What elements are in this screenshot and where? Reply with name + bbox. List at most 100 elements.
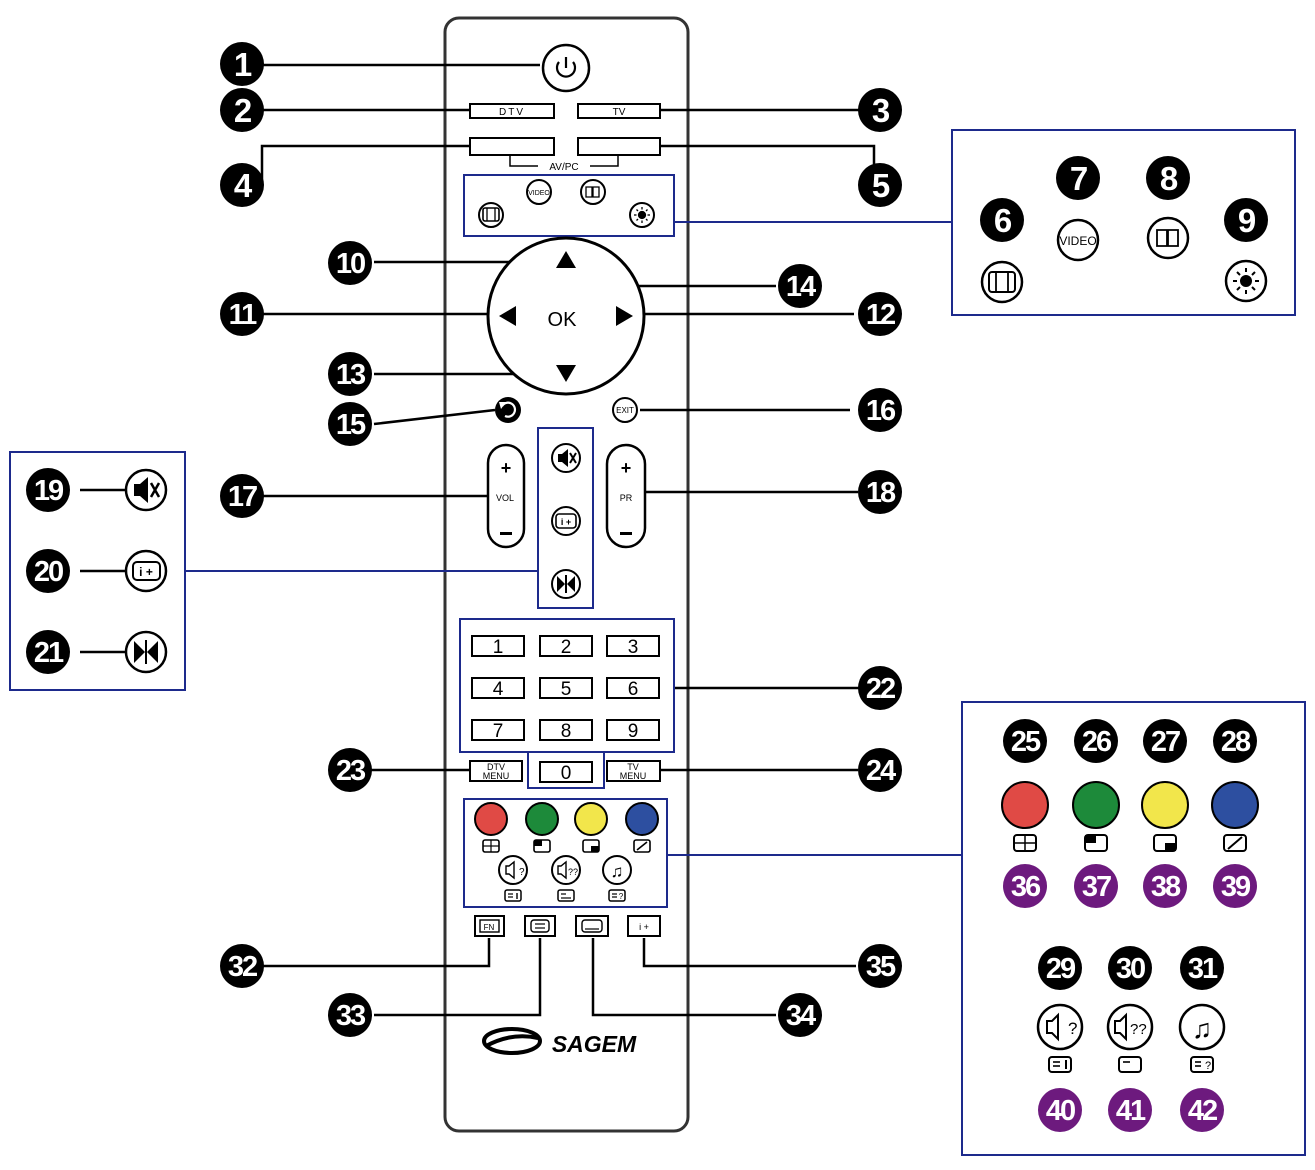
brightness-button[interactable] — [629, 202, 655, 228]
video-button[interactable]: VIDEO — [526, 179, 552, 205]
yellow-key[interactable] — [574, 802, 608, 836]
callout-number: 41 — [1116, 1095, 1146, 1127]
callout-32: 32 — [220, 944, 264, 988]
music-note-icon: ♫ — [611, 862, 624, 881]
callout-number: 33 — [336, 1000, 366, 1032]
digit-key-8[interactable]: 8 — [539, 719, 593, 742]
digit-key-label: 3 — [628, 637, 639, 658]
digit-key-4[interactable]: 4 — [471, 677, 525, 700]
power-icon — [555, 61, 577, 78]
tv-menu-button[interactable]: TV MENU — [606, 760, 661, 782]
mute-button[interactable] — [551, 443, 581, 473]
av-pc-label: AV/PC — [549, 162, 578, 173]
sound-mode-1-button[interactable]: ? — [498, 855, 528, 885]
callout-number: 20 — [34, 556, 63, 588]
callout-41: 41 — [1108, 1088, 1152, 1132]
sound-mode-2-button[interactable]: ?? — [551, 855, 581, 885]
detail-box-color-keys — [961, 701, 1306, 1156]
teletext-size-icon — [557, 889, 575, 902]
blue-key[interactable] — [625, 802, 659, 836]
program-rocker[interactable]: + PR — [605, 443, 647, 549]
pc-button[interactable] — [577, 137, 661, 156]
digit-key-5[interactable]: 5 — [539, 677, 593, 700]
tv-button[interactable]: TV — [577, 103, 661, 119]
freeze-button[interactable] — [551, 569, 581, 599]
digit-key-9[interactable]: 9 — [606, 719, 660, 742]
callout-31: 31 — [1180, 946, 1224, 990]
callout-number: 36 — [1011, 871, 1041, 903]
digit-key-label: 7 — [493, 721, 504, 742]
arrow-left-button[interactable] — [499, 306, 516, 326]
volume-up-button[interactable]: + — [501, 458, 512, 478]
callout-29: 29 — [1038, 946, 1082, 990]
dtv-menu-button[interactable]: DTV MENU — [469, 760, 523, 782]
digit-key-3[interactable]: 3 — [606, 635, 660, 658]
arrow-right-button[interactable] — [616, 306, 633, 326]
music-button[interactable]: ♫ — [602, 855, 632, 885]
video-button-label: VIDEO — [528, 190, 550, 197]
volume-rocker[interactable]: + VOL — [486, 443, 526, 549]
callout-number: 37 — [1082, 871, 1111, 903]
svg-text:TV: TV — [627, 762, 639, 772]
i-plus-button[interactable]: i + — [627, 915, 661, 937]
green-key[interactable] — [525, 802, 559, 836]
detail-book-icon — [1146, 216, 1190, 260]
callout-number: 38 — [1151, 871, 1181, 903]
guide-button[interactable] — [580, 179, 606, 205]
callout-39: 39 — [1213, 864, 1257, 908]
detail-mute-icon — [124, 468, 168, 512]
power-button[interactable] — [541, 43, 591, 93]
arrow-up-button[interactable] — [556, 251, 576, 268]
callout-27: 27 — [1143, 719, 1187, 763]
mute-icon — [558, 449, 577, 467]
digit-key-label: 6 — [628, 679, 639, 700]
volume-down-button[interactable] — [500, 532, 512, 535]
callout-number: 14 — [786, 271, 816, 303]
teletext-button[interactable] — [524, 915, 556, 937]
callout-number: 1 — [234, 46, 252, 83]
arrow-down-button[interactable] — [556, 365, 576, 382]
exit-button[interactable]: EXIT — [612, 397, 638, 423]
fn-button[interactable]: FN — [474, 915, 505, 937]
callout-36: 36 — [1003, 864, 1047, 908]
svg-text:VIDEO: VIDEO — [1059, 234, 1096, 248]
digit-key-label: 2 — [561, 637, 572, 658]
vol-label: VOL — [496, 493, 514, 503]
digit-key-6[interactable]: 6 — [606, 677, 660, 700]
svg-text:♫: ♫ — [1192, 1014, 1212, 1044]
callout-number: 42 — [1188, 1095, 1217, 1127]
sun-icon — [634, 207, 650, 223]
callout-12: 12 — [858, 292, 902, 336]
format-icon — [482, 207, 500, 222]
picture-format-button[interactable] — [478, 202, 504, 228]
dtv-button[interactable]: DTV — [469, 103, 555, 119]
digit-key-label: 9 — [628, 721, 639, 742]
callout-number: 6 — [994, 202, 1012, 239]
callout-40: 40 — [1038, 1088, 1082, 1132]
info-button[interactable]: i + — [551, 506, 581, 536]
callout-20: 20 — [26, 549, 70, 593]
digit-key-1[interactable]: 1 — [471, 635, 525, 658]
subtitle-button[interactable] — [575, 915, 609, 937]
ok-button[interactable]: OK — [548, 309, 578, 331]
digit-key-0[interactable]: 0 — [539, 761, 593, 784]
red-key[interactable] — [474, 802, 508, 836]
callout-number: 30 — [1116, 953, 1145, 985]
detail-blue-key — [1211, 781, 1259, 829]
av-button[interactable] — [469, 137, 555, 156]
callout-number: 2 — [234, 92, 252, 129]
callout-9: 9 — [1224, 198, 1268, 242]
callout-number: 21 — [34, 637, 64, 669]
keypad-box-zero — [527, 751, 605, 789]
digit-key-7[interactable]: 7 — [471, 719, 525, 742]
callout-number: 23 — [336, 755, 366, 787]
program-up-button[interactable]: + — [621, 458, 632, 478]
callout-8: 8 — [1146, 156, 1190, 200]
digit-key-2[interactable]: 2 — [539, 635, 593, 658]
back-button[interactable] — [495, 397, 521, 423]
program-down-button[interactable] — [620, 532, 632, 535]
callout-18: 18 — [858, 470, 902, 514]
callout-number: 17 — [228, 481, 257, 513]
sagem-logo: SAGEM — [482, 1027, 637, 1057]
